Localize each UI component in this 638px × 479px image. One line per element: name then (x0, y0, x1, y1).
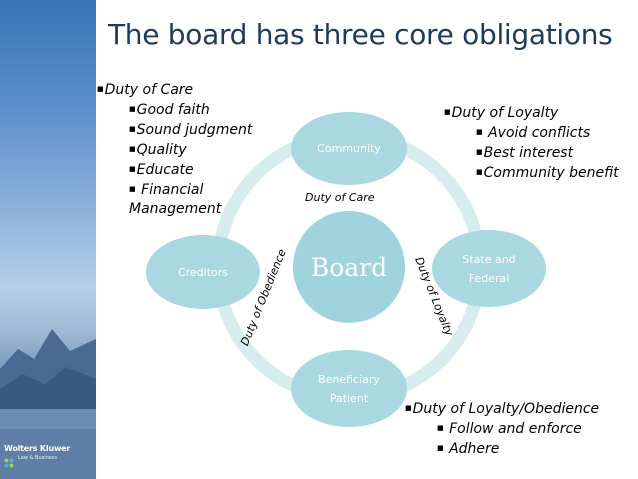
list-item: ■ Avoid conflicts (444, 123, 619, 143)
list-item: ■Best interest (444, 143, 619, 163)
edge-label-duty-of-care: Duty of Care (305, 191, 375, 204)
bullet-square-icon: ■ (437, 424, 444, 432)
bullet-square-icon: ■ (129, 165, 136, 173)
list-item: ■Community benefit (444, 163, 619, 183)
list-item-continuation: Management (97, 200, 252, 219)
list-item: ■Sound judgment (97, 120, 252, 140)
bullet-square-icon: ■ (97, 85, 104, 93)
board-label: Board (311, 258, 387, 277)
list-heading: ■Duty of Loyalty (444, 103, 619, 123)
patient-label: Patient (318, 389, 380, 408)
center-node-board: Board (293, 211, 405, 323)
list-item: ■Good faith (97, 100, 252, 120)
state-federal-label-line1: State and (462, 250, 515, 269)
bullet-square-icon: ■ (444, 108, 451, 116)
bullet-square-icon: ■ (129, 145, 136, 153)
list-item: ■ Financial (97, 180, 252, 200)
bullet-square-icon: ■ (476, 128, 483, 136)
list-item: ■Educate (97, 160, 252, 180)
bullet-square-icon: ■ (129, 125, 136, 133)
beneficiary-label: Beneficiary (318, 370, 380, 389)
bullet-square-icon: ■ (129, 105, 136, 113)
bullet-square-icon: ■ (437, 444, 444, 452)
list-heading: ■Duty of Care (97, 80, 252, 100)
node-creditors: Creditors (146, 235, 260, 309)
duty-of-loyalty-list: ■Duty of Loyalty ■ Avoid conflicts ■Best… (444, 103, 619, 183)
bullet-square-icon: ■ (405, 404, 412, 412)
bullet-square-icon: ■ (476, 148, 483, 156)
duty-of-loyalty-obedience-list: ■Duty of Loyalty/Obedience ■ Follow and … (405, 399, 599, 459)
state-federal-label-line2: Federal (462, 269, 515, 288)
list-item: ■Quality (97, 140, 252, 160)
list-item: ■ Follow and enforce (405, 419, 599, 439)
node-beneficiary-patient: Beneficiary Patient (291, 350, 407, 427)
node-community: Community (291, 112, 407, 185)
duty-of-care-list: ■Duty of Care ■Good faith ■Sound judgmen… (97, 80, 252, 219)
bullet-square-icon: ■ (476, 168, 483, 176)
list-heading: ■Duty of Loyalty/Obedience (405, 399, 599, 419)
community-label: Community (317, 139, 381, 158)
list-item: ■ Adhere (405, 439, 599, 459)
node-state-federal: State and Federal (432, 230, 546, 307)
creditors-label: Creditors (178, 263, 228, 282)
bullet-square-icon: ■ (129, 185, 136, 193)
